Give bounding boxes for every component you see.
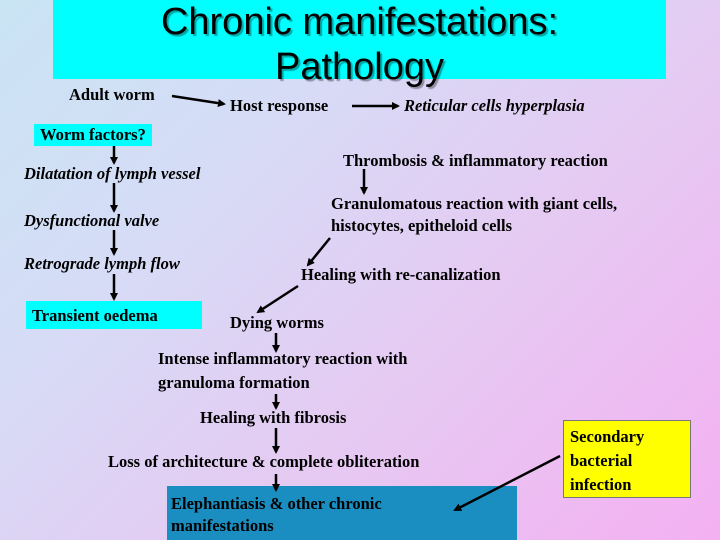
node-elephantiasis-line-1: Elephantiasis & other chronic — [171, 494, 382, 513]
node-intense-line-2: granuloma formation — [158, 373, 310, 392]
node-thrombosis: Thrombosis & inflammatory reaction — [343, 151, 608, 170]
node-granulomatous-line-2: histocytes, epitheloid cells — [331, 216, 513, 235]
node-intense-line-1: Intense inflammatory reaction with — [158, 349, 408, 368]
elephantiasis-box — [167, 486, 517, 540]
node-transient-oedema: Transient oedema — [26, 301, 202, 329]
secondary-line-3: infection — [570, 475, 632, 494]
arrow-adult-to-host — [171, 94, 226, 108]
title-line-2: Pathology — [274, 46, 444, 88]
node-worm-factors: Worm factors? — [34, 124, 152, 146]
title-line-1: Chronic manifestations: — [160, 1, 559, 43]
arrow-healing-to-dying — [256, 284, 299, 314]
arrow-granulomatous-to-healing — [306, 237, 331, 267]
node-adult-worm: Adult worm — [69, 85, 155, 104]
node-healing-recanalization: Healing with re-canalization — [301, 265, 501, 284]
node-dysfunctional: Dysfunctional valve — [24, 211, 160, 230]
secondary-infection-text: Secondary bacterial infection — [564, 421, 690, 497]
node-reticular: Reticular cells hyperplasia — [404, 96, 585, 115]
title-box — [53, 0, 666, 79]
secondary-line-1: Secondary — [570, 427, 645, 446]
node-dilatation: Dilatation of lymph vessel — [24, 164, 201, 183]
secondary-infection-box: Secondary bacterial infection — [563, 420, 691, 498]
arrow-secondary-to-elephantiasis — [453, 454, 561, 512]
node-elephantiasis-line-2: manifestations — [171, 516, 274, 535]
node-host-response: Host response — [230, 96, 329, 115]
node-retrograde: Retrograde lymph flow — [24, 254, 180, 273]
node-loss-architecture: Loss of architecture & complete oblitera… — [108, 452, 420, 471]
node-granulomatous-line-1: Granulomatous reaction with giant cells, — [331, 194, 618, 213]
page-title: Chronic manifestations: Pathology — [53, 0, 666, 90]
node-healing-fibrosis: Healing with fibrosis — [200, 408, 347, 427]
secondary-line-2: bacterial — [570, 451, 633, 470]
node-dying-worms: Dying worms — [230, 313, 324, 332]
